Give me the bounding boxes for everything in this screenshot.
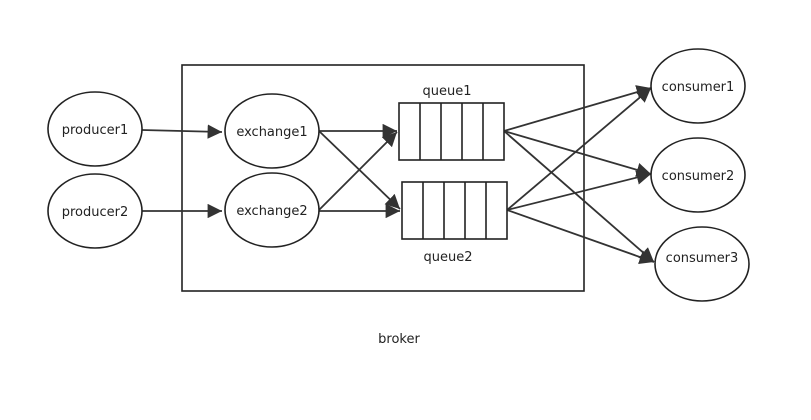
producer-label: producer1 (62, 123, 129, 138)
edges-layer (141, 85, 655, 264)
consumer-node-3[interactable]: consumer3 (654, 226, 750, 302)
consumer-label: consumer1 (662, 80, 735, 95)
edge-arrow-q1-to-c1 (503, 85, 652, 132)
broker-label: broker (378, 332, 420, 347)
queue-label: queue2 (424, 250, 473, 265)
producer-label: producer2 (62, 205, 129, 220)
queue-node-1[interactable]: queue1 (398, 84, 505, 161)
exchange-node-2[interactable]: exchange2 (224, 172, 320, 248)
exchange-label: exchange2 (236, 204, 307, 219)
edge-arrow-q2-to-c2 (506, 170, 652, 211)
exchange-label: exchange1 (236, 125, 307, 140)
edge-arrow-q1-to-c3 (503, 130, 655, 263)
consumer-node-2[interactable]: consumer2 (650, 137, 746, 213)
queue-slot-dividers (422, 182, 487, 239)
broker-box (181, 64, 585, 292)
consumer-node-1[interactable]: consumer1 (650, 48, 746, 124)
edge-arrow-q1-to-c2 (503, 130, 652, 177)
consumer-label: consumer2 (662, 169, 735, 184)
edge-arrow-e2-to-q1 (318, 131, 398, 211)
queue-slot-dividers (419, 103, 484, 160)
edge-arrow-p1-to-e1 (141, 124, 223, 139)
exchange-node-1[interactable]: exchange1 (224, 93, 320, 169)
producer-node-2[interactable]: producer2 (47, 173, 143, 249)
producer-node-1[interactable]: producer1 (47, 91, 143, 167)
consumer-label: consumer3 (666, 251, 739, 266)
queue-label: queue1 (423, 84, 472, 99)
edge-arrow-q2-to-c3 (506, 209, 655, 264)
queue-node-2[interactable]: queue2 (401, 181, 508, 265)
edge-arrow-q2-to-c1 (506, 87, 652, 211)
